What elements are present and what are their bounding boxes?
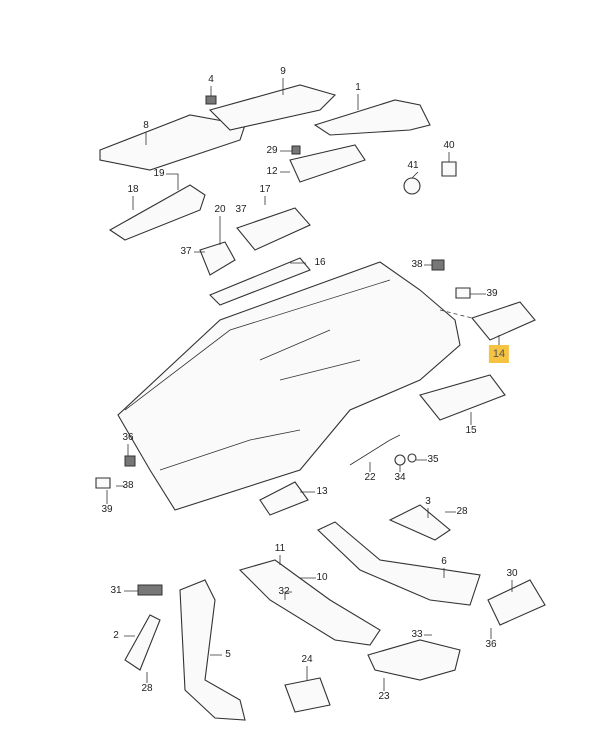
part-24-vent	[284, 677, 331, 713]
callout-15: 15	[465, 425, 477, 436]
part-34-grommet	[394, 454, 406, 466]
callout-9: 9	[280, 66, 286, 77]
callout-28: 28	[141, 683, 153, 694]
callout-1: 1	[355, 82, 361, 93]
callout-19: 19	[153, 168, 165, 179]
callout-17: 17	[259, 184, 271, 195]
callout-14: 14	[488, 345, 510, 363]
part-22-hose	[349, 434, 401, 466]
part-6-duct	[317, 521, 481, 606]
callout-16: 16	[314, 257, 326, 268]
part-39-clip-left	[95, 477, 111, 489]
callout-11: 11	[274, 543, 286, 554]
callout-33: 33	[411, 629, 423, 640]
part-4-clip	[205, 95, 217, 105]
part-14-vent	[471, 301, 536, 341]
callout-41: 41	[407, 160, 419, 171]
part-10-duct	[238, 559, 381, 646]
callout-31: 31	[110, 585, 122, 596]
callout-34: 34	[394, 472, 406, 483]
callout-24: 24	[301, 654, 313, 665]
part-29-clip	[291, 145, 301, 155]
callout-30: 30	[506, 568, 518, 579]
part-17-vent	[236, 207, 311, 251]
callout-18: 18	[127, 184, 139, 195]
part-16-vent	[209, 257, 311, 306]
part-38-clip	[431, 259, 445, 271]
callout-12: 12	[266, 166, 278, 177]
callout-36: 36	[485, 639, 497, 650]
part-20-actuator	[199, 241, 236, 276]
part-41-light	[403, 177, 421, 195]
dashboard-contour	[124, 279, 391, 471]
part-18-vent	[108, 184, 206, 241]
callout-37: 37	[235, 204, 247, 215]
callout-20: 20	[214, 204, 226, 215]
callout-37: 37	[180, 246, 192, 257]
part-35-grommet	[407, 453, 417, 463]
callout-13: 13	[316, 486, 328, 497]
part-40-sensor	[441, 161, 457, 177]
part-38-clip-left	[124, 455, 136, 467]
callout-39: 39	[486, 288, 498, 299]
callout-39: 39	[101, 504, 113, 515]
callout-6: 6	[441, 556, 447, 567]
callout-2: 2	[113, 630, 119, 641]
leader-dash-14	[439, 309, 473, 319]
part-13-vent	[259, 481, 309, 516]
callout-38: 38	[411, 259, 423, 270]
callout-29: 29	[266, 145, 278, 156]
callout-40: 40	[443, 140, 455, 151]
part-1-duct	[313, 99, 431, 136]
part-8-duct	[99, 114, 246, 171]
part-31-switch	[137, 584, 163, 596]
callout-36: 36	[122, 432, 134, 443]
part-39-clip	[455, 287, 471, 299]
callout-22: 22	[364, 472, 376, 483]
callout-8: 8	[143, 120, 149, 131]
leader-lines	[106, 78, 513, 691]
dashboard-panel	[117, 261, 461, 511]
callout-28: 28	[456, 506, 468, 517]
callout-10: 10	[316, 572, 328, 583]
part-9-duct	[208, 84, 337, 131]
callout-23: 23	[378, 691, 390, 702]
part-2-bracket	[124, 614, 161, 671]
callout-38: 38	[122, 480, 134, 491]
callout-35: 35	[427, 454, 439, 465]
callout-32: 32	[278, 586, 290, 597]
part-30-vent	[487, 579, 546, 626]
part-23-duct	[367, 639, 461, 681]
callout-5: 5	[225, 649, 231, 660]
part-3-bracket	[388, 504, 451, 541]
callout-4: 4	[208, 74, 214, 85]
part-12-vent	[289, 144, 366, 183]
part-5-duct	[179, 579, 246, 721]
callout-3: 3	[425, 496, 431, 507]
part-15-vent	[419, 374, 506, 421]
